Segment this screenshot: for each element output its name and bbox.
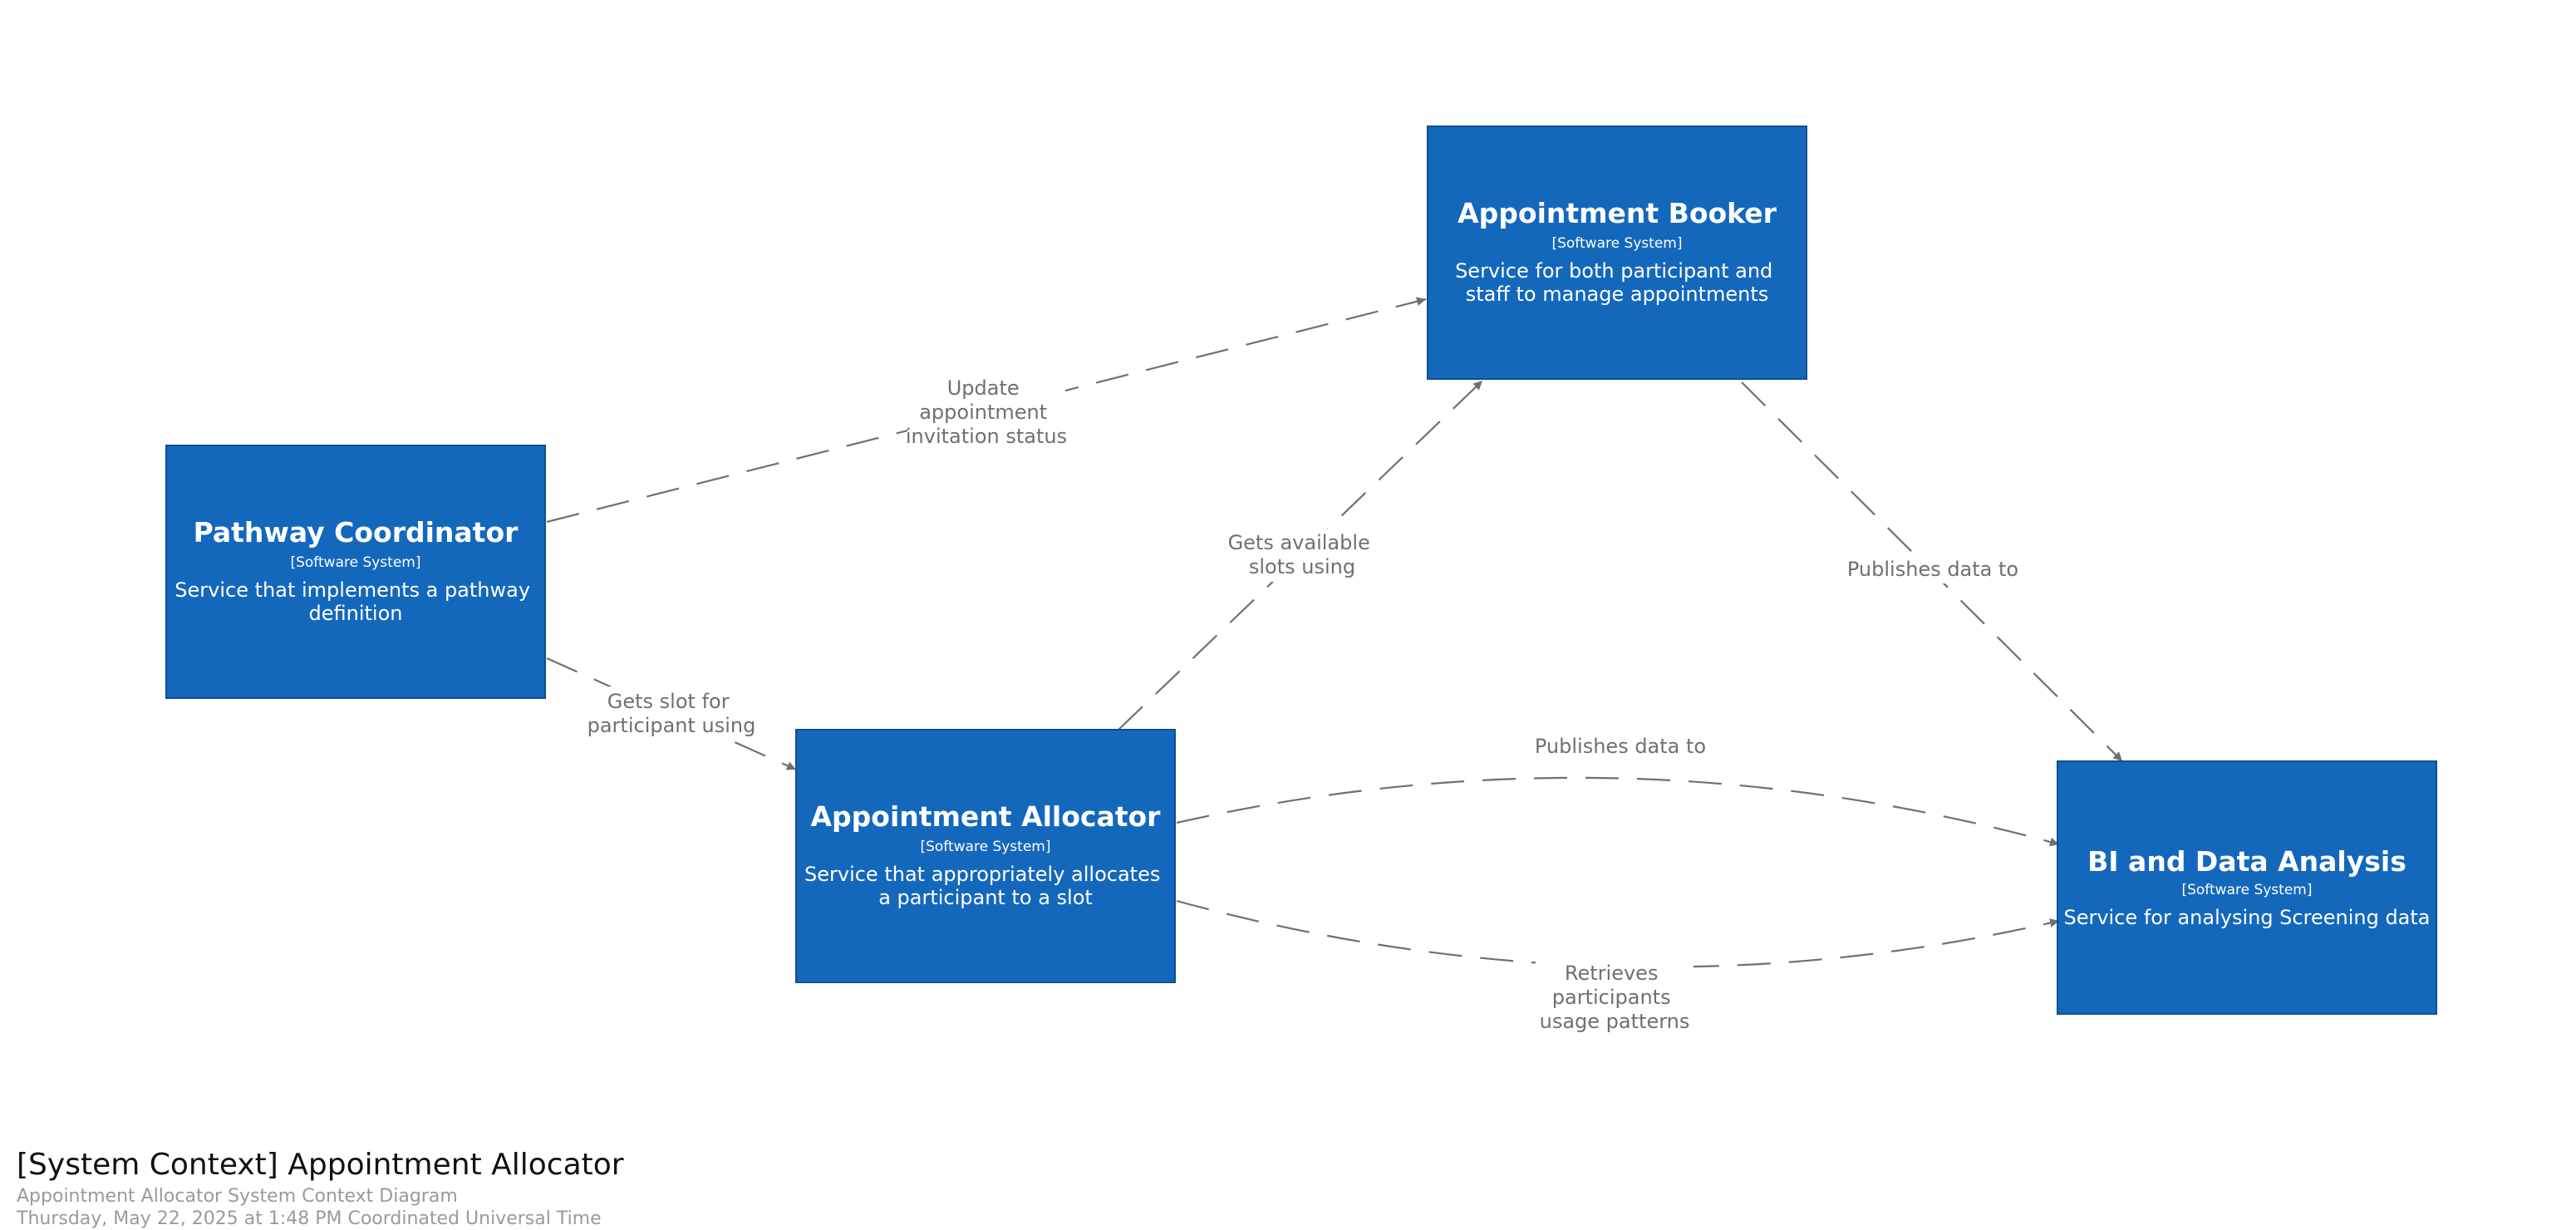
edge-line — [1176, 776, 2060, 847]
node-title: Appointment Booker — [1458, 197, 1777, 229]
node-description: Service that implements a pathway defini… — [175, 578, 536, 625]
node-type: [Software System] — [1551, 235, 1682, 252]
diagram-title: [System Context] Appointment Allocator — [17, 1148, 624, 1182]
node-title: Pathway Coordinator — [194, 516, 519, 549]
node-box — [2057, 760, 2437, 1015]
edge-pathway-coordinator-to-appointment-allocator[interactable]: Gets slot for participant using — [546, 657, 797, 771]
edge-label-background — [1536, 957, 1694, 1036]
edge-label-background — [907, 371, 1065, 447]
node-box — [165, 445, 546, 699]
node-title: BI and Data Analysis — [2087, 845, 2406, 878]
edge-line — [1118, 380, 1483, 731]
node-appointment-booker[interactable]: Appointment Booker [Software System] Ser… — [1427, 125, 1807, 380]
edge-label: Publishes data to — [1535, 735, 1706, 758]
edge-bi-and-data-analysis-to-appointment-allocator[interactable]: Retrieves participants usage patterns — [1176, 899, 2060, 1036]
node-type: [Software System] — [920, 839, 1050, 855]
edge-label-background — [587, 686, 756, 740]
edge-label: Gets available slots using — [1228, 531, 1377, 578]
relationships: Update appointment invitation status Get… — [546, 297, 2123, 1036]
edge-label-background — [1534, 731, 1707, 761]
edge-line — [546, 657, 797, 771]
node-description: Service that appropriately allocates a p… — [804, 863, 1167, 909]
edge-label: Publishes data to — [1847, 558, 2018, 581]
node-bi-and-data-analysis[interactable]: BI and Data Analysis [Software System] S… — [2057, 760, 2437, 1015]
edge-label-background — [1223, 529, 1381, 582]
diagram-description: Appointment Allocator System Context Dia… — [17, 1186, 458, 1207]
edge-line — [1176, 899, 2060, 968]
edge-label: Gets slot for participant using — [587, 690, 756, 737]
node-description: Service for both participant and staff t… — [1455, 259, 1779, 306]
node-title: Appointment Allocator — [811, 800, 1162, 833]
edge-pathway-coordinator-to-appointment-booker[interactable]: Update appointment invitation status — [546, 297, 1427, 524]
edge-appointment-booker-to-bi-and-data-analysis[interactable]: Publishes data to — [1741, 381, 2123, 762]
edge-appointment-allocator-to-bi-and-data-analysis[interactable]: Publishes data to — [1176, 731, 2060, 847]
software-systems: Pathway Coordinator [Software System] Se… — [165, 125, 2437, 1015]
node-pathway-coordinator[interactable]: Pathway Coordinator [Software System] Se… — [165, 445, 546, 699]
node-appointment-allocator[interactable]: Appointment Allocator [Software System] … — [795, 729, 1176, 983]
node-type: [Software System] — [290, 554, 420, 571]
node-description: Service for analysing Screening data — [2063, 906, 2430, 929]
diagram-timestamp: Thursday, May 22, 2025 at 1:48 PM Coordi… — [17, 1208, 602, 1229]
diagram-footer: [System Context] Appointment Allocator A… — [17, 1145, 1014, 1230]
node-box — [795, 729, 1176, 983]
edge-label-background — [1846, 554, 2019, 583]
edge-label: Retrieves participants usage patterns — [1540, 962, 1690, 1033]
edge-label: Update appointment invitation status — [906, 376, 1067, 448]
node-box — [1427, 125, 1807, 380]
edge-appointment-allocator-to-appointment-booker[interactable]: Gets available slots using — [1118, 380, 1483, 731]
node-type: [Software System] — [2181, 882, 2312, 898]
